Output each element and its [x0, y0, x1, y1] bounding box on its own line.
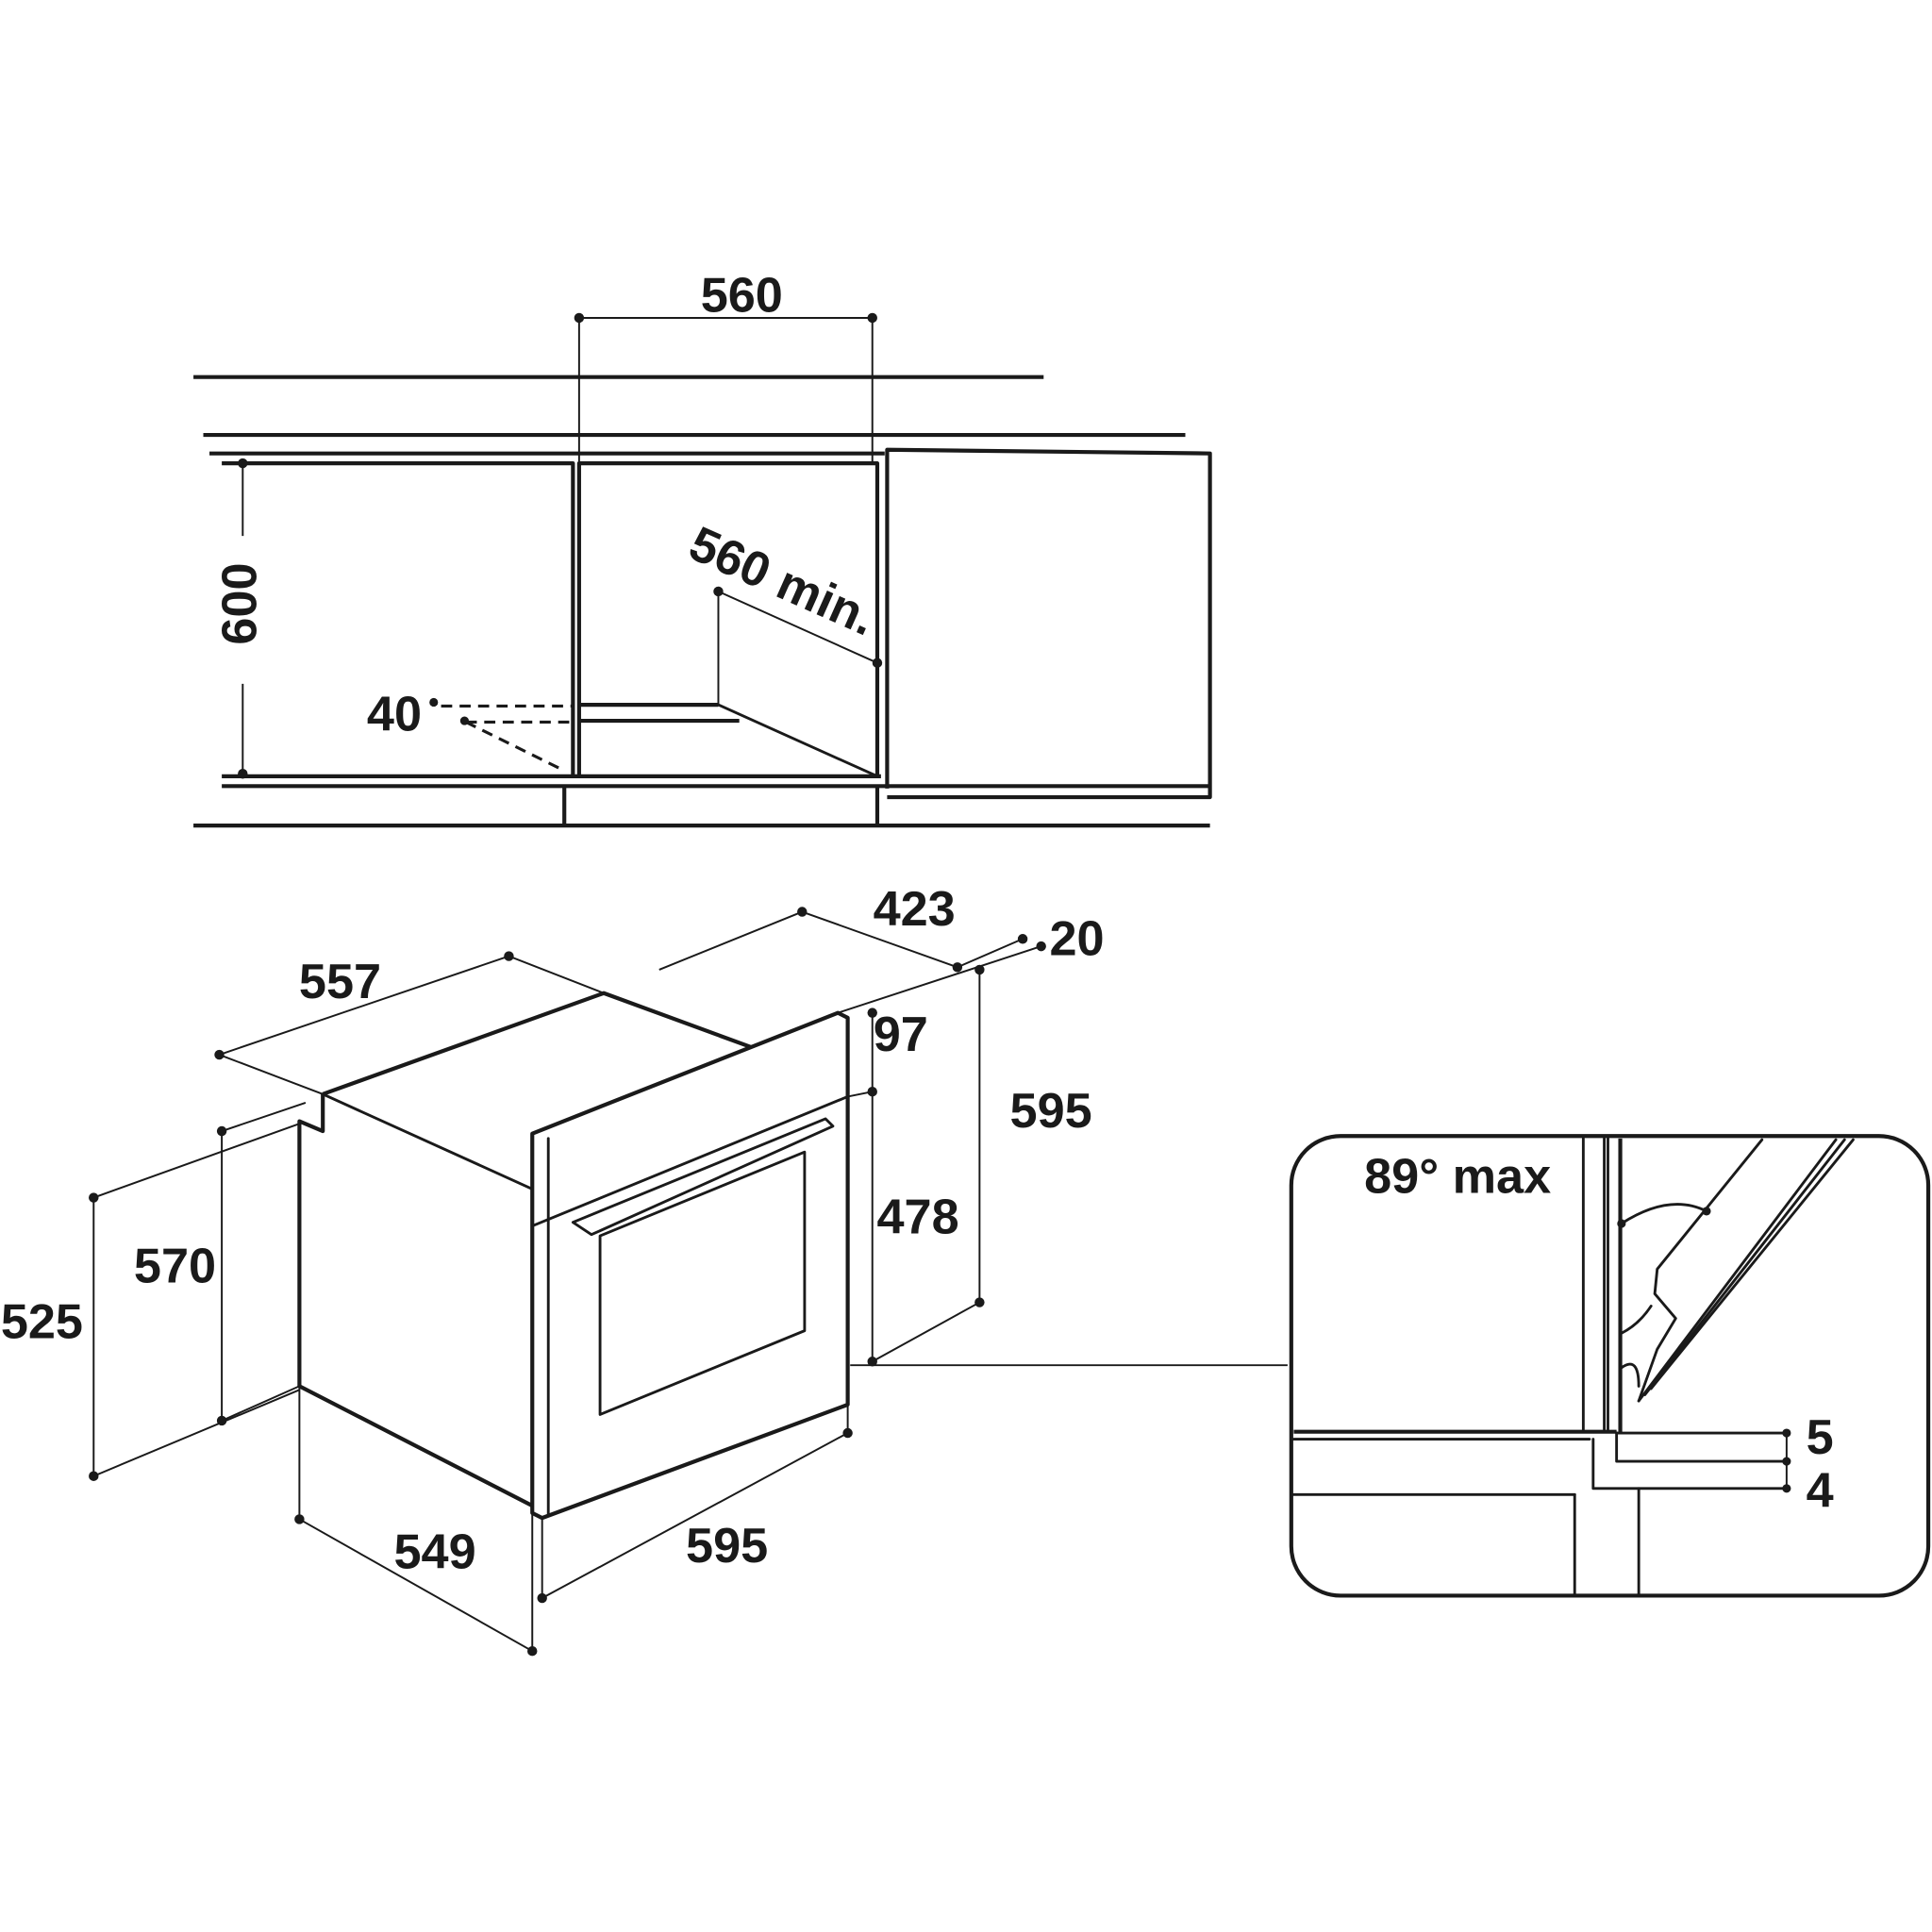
front-height-label: 595 — [1010, 1084, 1092, 1139]
dimension-dot — [294, 1514, 305, 1524]
body-depth-label: 549 — [393, 1525, 475, 1580]
dimension-dot — [974, 1297, 985, 1307]
dimension-dot — [504, 951, 514, 961]
extension-line — [92, 1123, 300, 1199]
oven-door-window — [598, 1150, 807, 1416]
dimension-dot — [1036, 941, 1046, 952]
extension-line — [92, 1389, 300, 1477]
body-depth-dimension-line — [298, 1518, 533, 1653]
control-panel-divider — [530, 1095, 850, 1228]
extension-line — [872, 1301, 980, 1363]
dimension-dot — [842, 1427, 853, 1439]
front-width-dimension-line — [541, 1432, 849, 1599]
angle-dot — [1702, 1207, 1711, 1216]
extension-line — [219, 1054, 324, 1095]
door-hinge-outline — [1637, 1138, 1764, 1403]
cabinet-niche-view: 560 600 560 min. 40 — [193, 268, 1212, 828]
dimension-dot — [214, 1049, 225, 1060]
extension-line — [847, 1091, 873, 1098]
extension-line — [837, 945, 1041, 1014]
ventilation-gap-label: 40 — [367, 688, 422, 742]
top-depth-dimension-line — [219, 955, 509, 1056]
dimension-dot — [1782, 1428, 1791, 1438]
door-height-label: 478 — [876, 1190, 958, 1244]
oven-top-side-edge — [321, 1092, 534, 1191]
side-height-label: 525 — [1, 1294, 83, 1349]
dimension-dot — [527, 1645, 538, 1657]
body-height-label: 570 — [134, 1240, 216, 1294]
niche-height-label: 600 — [213, 562, 268, 644]
niche-opening — [576, 461, 880, 776]
dimension-dot — [459, 716, 469, 725]
niche-width-label: 560 — [701, 268, 783, 323]
front-width-label: 595 — [686, 1519, 768, 1574]
dimension-dot — [238, 769, 248, 779]
niche-depth-label: 560 min. — [681, 516, 884, 646]
detail-frame — [1289, 1134, 1931, 1598]
hinge-curve — [1620, 1362, 1641, 1388]
depth-dimension-line — [718, 591, 878, 664]
dimension-dot — [974, 964, 985, 975]
open-door-line — [1649, 1138, 1855, 1391]
door-angle-arc — [1620, 1203, 1708, 1225]
left-cabinet-outline — [222, 461, 575, 776]
niche-floor-perspective — [717, 703, 879, 778]
dimension-dot — [1782, 1457, 1791, 1466]
dimension-dot — [867, 312, 877, 324]
dimension-dot — [216, 1125, 227, 1137]
control-panel-height-label: 97 — [874, 1008, 928, 1062]
panel-depth-dimension-line — [801, 910, 958, 969]
gap-top-label: 5 — [1807, 1410, 1834, 1465]
door-thickness-label: 20 — [1049, 911, 1104, 966]
gap-bottom-label: 4 — [1807, 1463, 1834, 1518]
open-door-line — [1643, 1138, 1846, 1396]
panel-depth-extension — [658, 910, 803, 971]
extension-line — [508, 955, 605, 994]
oven-body-side — [297, 1093, 534, 1507]
extension-line — [221, 1385, 300, 1422]
ventilation-dashed-line — [465, 720, 561, 771]
hinge-curve — [1620, 1305, 1653, 1335]
gap-reference-line — [1615, 1431, 1789, 1463]
door-angle-label: 89° max — [1364, 1149, 1551, 1204]
dimension-dot — [1017, 934, 1028, 944]
dimension-dot — [872, 658, 883, 668]
dimension-dot — [1782, 1484, 1791, 1493]
angle-dot — [1617, 1219, 1626, 1228]
dimension-dot — [867, 1008, 877, 1018]
door-clearance-detail: 89° max 5 4 — [1289, 1134, 1931, 1598]
oven-front-panel — [530, 1010, 850, 1521]
dimension-dot — [537, 1592, 547, 1604]
dimension-dot — [89, 1192, 99, 1203]
top-depth-label: 557 — [299, 955, 381, 1009]
dimension-dot — [238, 458, 248, 469]
open-door-line — [1637, 1138, 1838, 1403]
dimension-dot — [713, 586, 724, 597]
extension-line — [221, 1102, 307, 1132]
dimension-dot — [89, 1471, 99, 1481]
gap-reference-line — [1591, 1438, 1789, 1491]
dimension-dot — [797, 907, 808, 917]
panel-depth-label: 423 — [874, 882, 956, 937]
door-thickness-line — [957, 938, 1024, 969]
dimension-dot — [574, 312, 585, 324]
oven-top-back-edge — [322, 991, 753, 1096]
oven-isometric-view: 557 423 20 97 478 595 570 — [1, 882, 1288, 1657]
dimension-dot — [429, 697, 439, 708]
oven-door-handle — [571, 1117, 835, 1237]
right-cabinet-door — [885, 447, 1212, 800]
